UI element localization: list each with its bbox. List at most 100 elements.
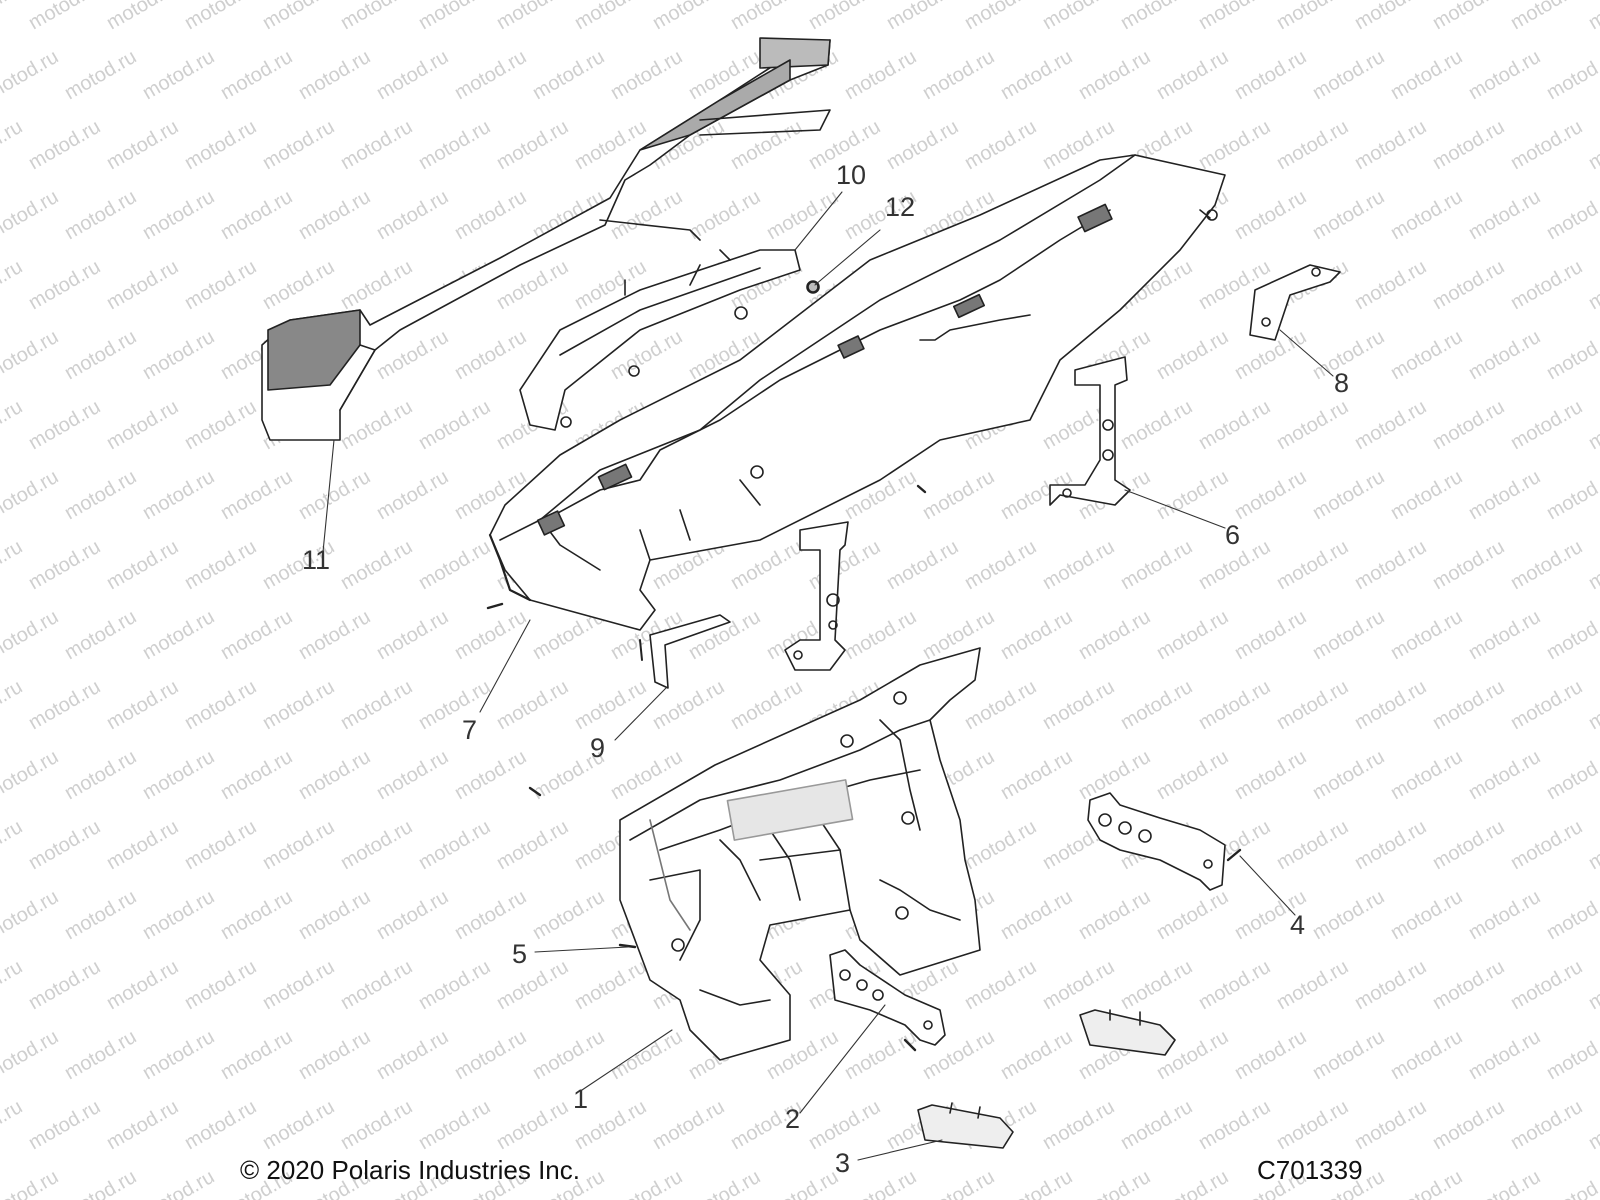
watermark-text: motod.ru — [0, 1026, 62, 1085]
watermark-text: motod.ru — [1231, 1026, 1310, 1085]
watermark-text: motod.ru — [217, 746, 296, 805]
watermark-text: motod.ru — [337, 0, 416, 34]
watermark-text: motod.ru — [1429, 0, 1508, 34]
watermark-text: motod.ru — [373, 466, 452, 525]
watermark-text: motod.ru — [337, 256, 416, 315]
watermark-text: motod.ru — [295, 46, 374, 105]
watermark-text: motod.ru — [919, 466, 998, 525]
part-3-clips — [917, 1009, 1176, 1149]
watermark-text: motod.ru — [181, 816, 260, 875]
watermark-text: motod.ru — [997, 46, 1076, 105]
watermark-text: motod.ru — [1273, 676, 1352, 735]
watermark-text: motod.ru — [1273, 956, 1352, 1015]
watermark-text: motod.ru — [1075, 46, 1154, 105]
watermark-text: motod.ru — [1465, 886, 1544, 945]
watermark-text: motod.ru — [961, 536, 1040, 595]
watermark-text: motod.ru — [1507, 116, 1586, 175]
watermark-text: motod.ru — [1387, 606, 1466, 665]
part-7-main-panel — [488, 154, 1226, 631]
watermark-text: motod.ru — [1309, 466, 1388, 525]
watermark-text: motod.ru — [259, 676, 338, 735]
watermark-text: motod.ru — [181, 956, 260, 1015]
watermark-text: motod.ru — [1465, 466, 1544, 525]
watermark-text: motod.ru — [373, 886, 452, 945]
watermark-text: motod.ru — [1387, 1166, 1466, 1200]
copyright-text: © 2020 Polaris Industries Inc. — [240, 1155, 580, 1185]
part-4-bracket — [1087, 792, 1242, 891]
watermark-text: motod.ru — [217, 1026, 296, 1085]
watermark-text: motod.ru — [0, 536, 26, 595]
part-1-lower-bumper — [619, 647, 981, 1061]
watermark-text: motod.ru — [103, 956, 182, 1015]
watermark-text: motod.ru — [685, 606, 764, 665]
watermark-text: motod.ru — [1273, 116, 1352, 175]
watermark-text: motod.ru — [0, 186, 62, 245]
watermark-text: motod.ru — [373, 1026, 452, 1085]
watermark-text: motod.ru — [181, 396, 260, 455]
watermark-text: motod.ru — [1039, 536, 1118, 595]
watermark-text: motod.ru — [61, 466, 140, 525]
watermark-text: motod.ru — [919, 46, 998, 105]
watermark-text: motod.ru — [529, 886, 608, 945]
watermark-text: motod.ru — [1387, 46, 1466, 105]
watermark-text: motod.ru — [25, 676, 104, 735]
watermark-text: motod.ru — [181, 256, 260, 315]
watermark-text: motod.ru — [805, 0, 884, 34]
watermark-text: motod.ru — [0, 746, 62, 805]
watermark-text: motod.ru — [1309, 46, 1388, 105]
watermark-text: motod.ru — [1429, 536, 1508, 595]
watermark-text: motod.ru — [139, 1026, 218, 1085]
watermark-text: motod.ru — [337, 396, 416, 455]
watermark-text: motod.ru — [103, 256, 182, 315]
watermark-text: motod.ru — [259, 1096, 338, 1155]
watermark-text: motod.ru — [415, 0, 494, 34]
watermark-text: motod.ru — [415, 956, 494, 1015]
watermark-text: motod.ru — [649, 0, 728, 34]
watermark-text: motod.ru — [1075, 746, 1154, 805]
watermark-text: motod.ru — [1507, 816, 1586, 875]
watermark-text: motod.ru — [1309, 186, 1388, 245]
watermark-text: motod.ru — [61, 46, 140, 105]
watermark-text: motod.ru — [1195, 0, 1274, 34]
watermark-text: motod.ru — [961, 956, 1040, 1015]
watermark-text: motod.ru — [25, 256, 104, 315]
watermark-text: motod.ru — [103, 1096, 182, 1155]
watermark-text: motod.ru — [0, 466, 62, 525]
watermark-text: motod.ru — [337, 1096, 416, 1155]
watermark-text: motod.ru — [0, 1096, 26, 1155]
watermark-text: motod.ru — [337, 956, 416, 1015]
watermark-text: motod.ru — [1351, 256, 1430, 315]
watermark-text: motod.ru — [103, 116, 182, 175]
watermark-text: motod.ru — [1351, 396, 1430, 455]
watermark-text: motod.ru — [1585, 1096, 1600, 1155]
watermark-text: motod.ru — [1429, 256, 1508, 315]
watermark-text: motod.ru — [0, 396, 26, 455]
watermark-text: motod.ru — [1585, 816, 1600, 875]
watermark-text: motod.ru — [997, 746, 1076, 805]
watermark-text: motod.ru — [841, 606, 920, 665]
watermark-text: motod.ru — [493, 0, 572, 34]
watermark-text: motod.ru — [259, 956, 338, 1015]
watermark-text: motod.ru — [295, 1026, 374, 1085]
watermark-text: motod.ru — [493, 1096, 572, 1155]
watermark-text: motod.ru — [25, 1096, 104, 1155]
watermark-text: motod.ru — [0, 816, 26, 875]
watermark-text: motod.ru — [1351, 676, 1430, 735]
watermark-text: motod.ru — [1309, 1026, 1388, 1085]
watermark-text: motod.ru — [0, 956, 26, 1015]
watermark-text: motod.ru — [1351, 0, 1430, 34]
watermark-text: motod.ru — [217, 186, 296, 245]
watermark-text: motod.ru — [1585, 396, 1600, 455]
watermark-text: motod.ru — [1507, 956, 1586, 1015]
watermark-text: motod.ru — [1585, 256, 1600, 315]
watermark-text: motod.ru — [1273, 0, 1352, 34]
watermark-text: motod.ru — [415, 676, 494, 735]
watermark-text: motod.ru — [1429, 816, 1508, 875]
watermark-text: motod.ru — [1309, 746, 1388, 805]
watermark-text: motod.ru — [919, 1166, 998, 1200]
watermark-text: motod.ru — [0, 326, 62, 385]
watermark-text: motod.ru — [373, 46, 452, 105]
watermark-text: motod.ru — [1507, 256, 1586, 315]
watermark-text: motod.ru — [961, 0, 1040, 34]
part-8-bracket — [1249, 264, 1341, 341]
